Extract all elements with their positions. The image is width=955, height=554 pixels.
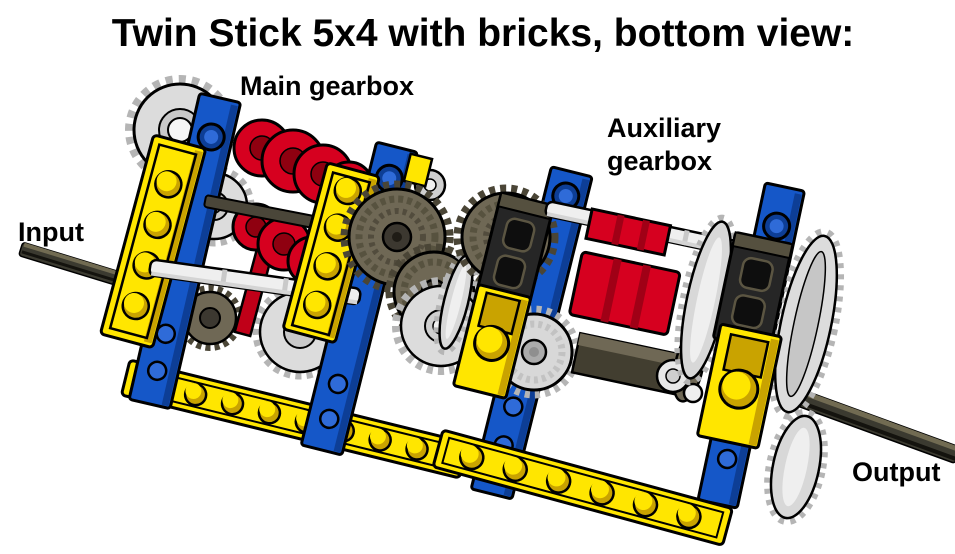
- input-axle: [18, 242, 142, 292]
- beam-yellow-left: [99, 134, 207, 349]
- brick-yellow-mid: [452, 283, 532, 400]
- label-auxiliary-line1: Auxiliary: [607, 113, 721, 143]
- label-input: Input: [18, 217, 84, 247]
- red-bar-aux: [584, 207, 673, 257]
- label-main-gearbox: Main gearbox: [240, 71, 414, 101]
- rail-yellow-right: [432, 429, 734, 546]
- page-title: Twin Stick 5x4 with bricks, bottom view:: [112, 12, 855, 55]
- label-output: Output: [852, 457, 940, 487]
- rail-right-holes: [459, 444, 702, 530]
- red-block-aux: [568, 250, 682, 336]
- gear-edge-large-right: [767, 228, 845, 420]
- wedge-yellow-small: [402, 152, 434, 188]
- label-auxiliary-line2: gearbox: [607, 146, 712, 176]
- gear-edge-output: [764, 408, 828, 526]
- disc-white-aux: [655, 358, 704, 404]
- brick-yellow-aux: [696, 323, 783, 450]
- knob-wheel-dark-1: [340, 180, 454, 294]
